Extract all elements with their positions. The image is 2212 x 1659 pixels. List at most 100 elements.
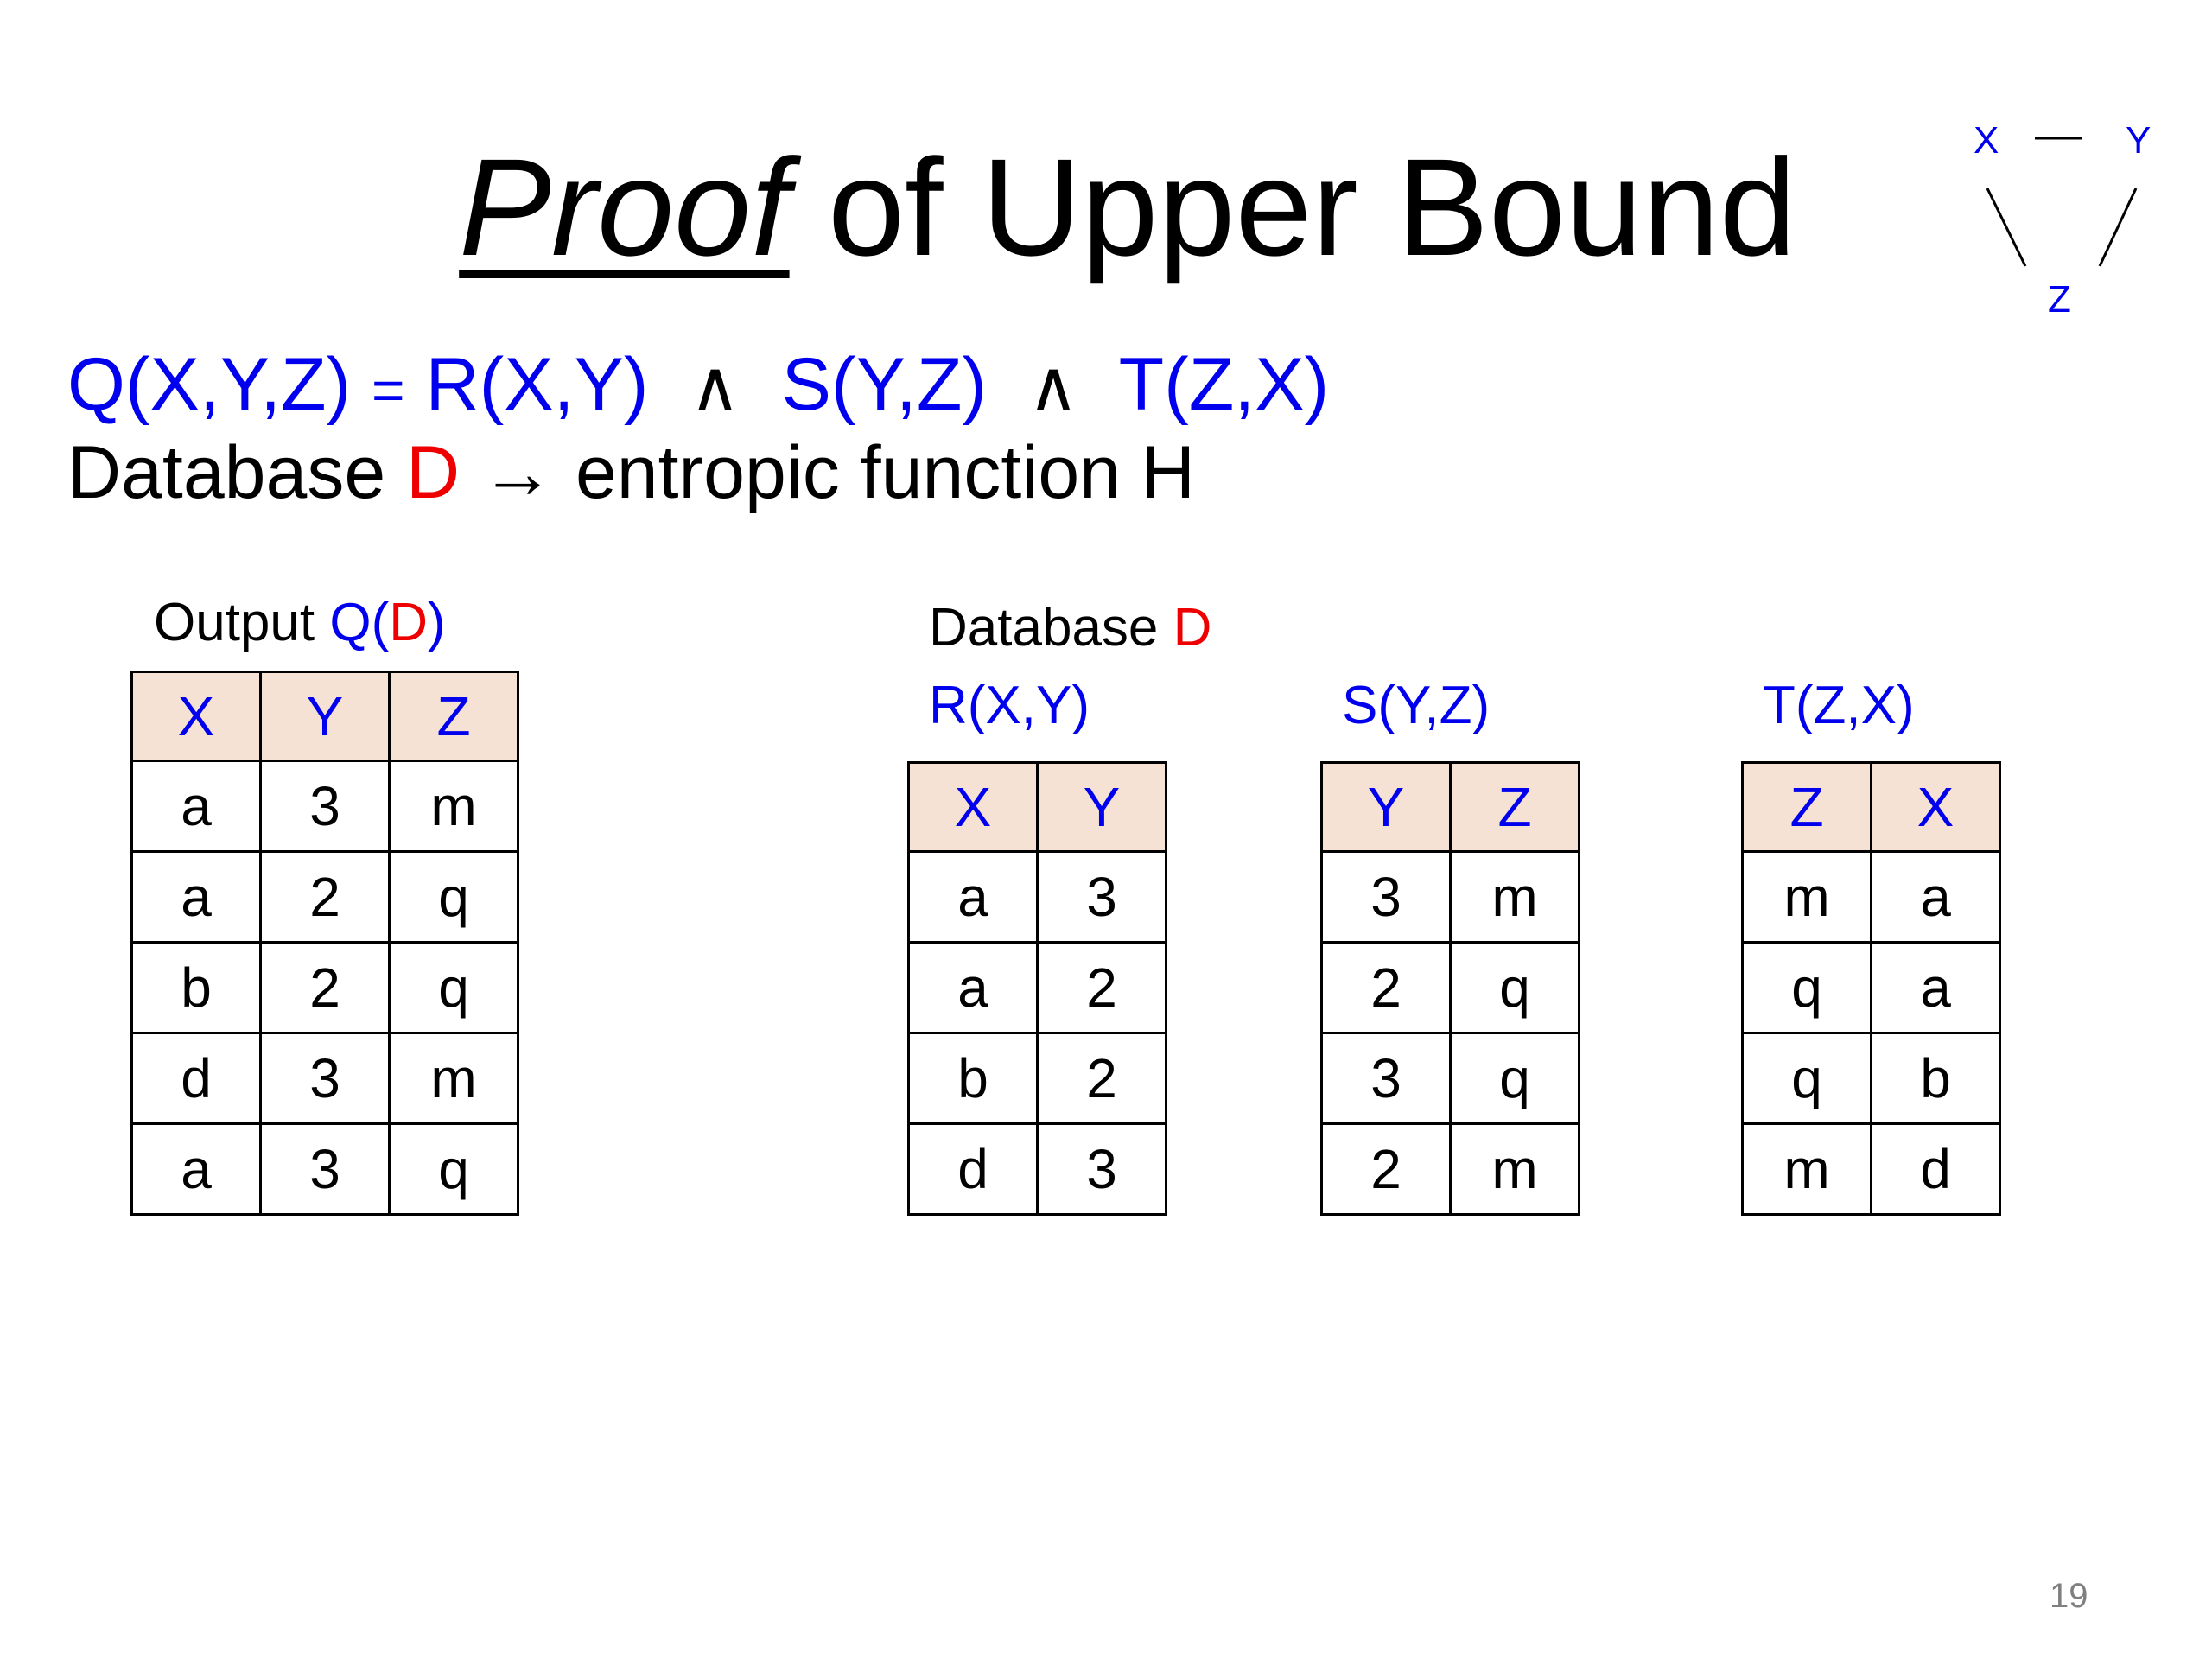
title-emphasis: Proof (459, 130, 790, 284)
table-cell: 3 (259, 1122, 391, 1216)
output-caption-q: Q( (329, 593, 390, 652)
relation-r-table: X Y a 3 a 2 b 2 d 3 (907, 761, 1167, 1216)
table-row: a 2 q (130, 850, 519, 944)
table-row: a 3 m (130, 760, 519, 853)
relation-r-name: R(X,Y) (929, 676, 1090, 735)
table-cell: m (388, 760, 519, 853)
table-cell: 3 (1320, 1032, 1452, 1125)
column-header: Z (1741, 761, 1872, 853)
table-cell: q (388, 850, 519, 944)
slide-title: Proof of Upper Bound (0, 134, 2212, 281)
table-row: m a (1741, 850, 2001, 944)
table-row: q a (1741, 941, 2001, 1034)
table-cell: m (1449, 1122, 1580, 1216)
entropy-statement: Database D → entropic function H (67, 429, 1195, 516)
and-operator-2: ∧ (1027, 347, 1079, 424)
query-formula: Q(X,Y,Z) = R(X,Y) ∧ S(Y,Z) ∧ T(Z,X) (67, 341, 1329, 433)
graph-node-y: Y (2126, 119, 2152, 162)
column-header: X (1870, 761, 2001, 853)
table-row: m d (1741, 1122, 2001, 1216)
column-header: Y (1320, 761, 1452, 853)
table-cell: 3 (1320, 850, 1452, 944)
page-number: 19 (2050, 1577, 2088, 1615)
arrow-icon: → (460, 431, 575, 514)
graph-node-x: X (1974, 119, 1999, 162)
column-header: X (130, 671, 262, 762)
table-header-row: X Y Z (130, 671, 519, 762)
database-caption-d: D (1173, 598, 1212, 658)
table-cell: m (1741, 850, 1872, 944)
table-cell: 2 (259, 941, 391, 1034)
table-cell: m (1449, 850, 1580, 944)
table-cell: 2 (259, 850, 391, 944)
table-cell: a (1870, 941, 2001, 1034)
table-cell: q (1449, 941, 1580, 1034)
table-cell: q (388, 941, 519, 1034)
table-cell: a (130, 760, 262, 853)
table-row: 2 m (1320, 1122, 1580, 1216)
query-atom-t: T(Z,X) (1118, 343, 1330, 426)
edge-x-z (1986, 188, 2027, 267)
relation-s-name: S(Y,Z) (1342, 676, 1491, 735)
table-header-row: Y Z (1320, 761, 1580, 853)
query-equals: = (372, 358, 405, 422)
table-cell: a (907, 941, 1039, 1034)
table-cell: q (388, 1122, 519, 1216)
table-row: q b (1741, 1032, 2001, 1125)
table-cell: m (388, 1032, 519, 1125)
table-cell: d (907, 1122, 1039, 1216)
table-cell: 2 (1320, 1122, 1452, 1216)
column-header: Y (1036, 761, 1167, 853)
graph-node-z: Z (2048, 278, 2071, 321)
table-cell: 3 (1036, 1122, 1167, 1216)
table-cell: q (1741, 941, 1872, 1034)
output-caption-prefix: Output (154, 593, 330, 652)
entropy-suffix: entropic function H (575, 431, 1196, 514)
table-cell: b (907, 1032, 1039, 1125)
entropy-prefix: Database (67, 431, 407, 514)
table-cell: 3 (259, 1032, 391, 1125)
table-row: a 3 q (130, 1122, 519, 1216)
table-cell: d (1870, 1122, 2001, 1216)
table-cell: a (1870, 850, 2001, 944)
table-cell: 2 (1320, 941, 1452, 1034)
table-cell: d (130, 1032, 262, 1125)
database-caption: Database D (929, 596, 1211, 660)
column-header: Y (259, 671, 391, 762)
and-operator-1: ∧ (690, 347, 741, 424)
table-cell: b (130, 941, 262, 1034)
table-cell: a (130, 1122, 262, 1216)
table-cell: b (1870, 1032, 2001, 1125)
output-caption-d: D (389, 593, 429, 652)
table-row: 3 m (1320, 850, 1580, 944)
table-cell: q (1741, 1032, 1872, 1125)
triangle-graph: X Y Z (1944, 112, 2160, 328)
table-row: d 3 m (130, 1032, 519, 1125)
entropy-db-symbol: D (406, 431, 461, 514)
table-row: 3 q (1320, 1032, 1580, 1125)
table-row: a 2 (907, 941, 1167, 1034)
query-atom-s: S(Y,Z) (781, 343, 987, 426)
relation-t-name: T(Z,X) (1763, 676, 1915, 735)
table-header-row: Z X (1741, 761, 2001, 853)
table-row: a 3 (907, 850, 1167, 944)
table-row: d 3 (907, 1122, 1167, 1216)
title-rest: of Upper Bound (789, 130, 1796, 284)
table-cell: a (130, 850, 262, 944)
graph-edges (1986, 137, 2138, 267)
relation-t-table: Z X m a q a q b m d (1741, 761, 2001, 1216)
table-cell: 3 (1036, 850, 1167, 944)
edge-y-z (2098, 188, 2138, 267)
table-cell: a (907, 850, 1039, 944)
column-header: Z (1449, 761, 1580, 853)
table-cell: q (1449, 1032, 1580, 1125)
table-cell: 2 (1036, 941, 1167, 1034)
query-atom-r: R(X,Y) (425, 343, 649, 426)
output-caption: Output Q(D) (154, 591, 446, 655)
table-row: b 2 (907, 1032, 1167, 1125)
column-header: Z (388, 671, 519, 762)
output-caption-close: ) (428, 593, 446, 652)
table-row: 2 q (1320, 941, 1580, 1034)
query-head: Q(X,Y,Z) (67, 343, 352, 426)
database-caption-prefix: Database (929, 598, 1173, 658)
